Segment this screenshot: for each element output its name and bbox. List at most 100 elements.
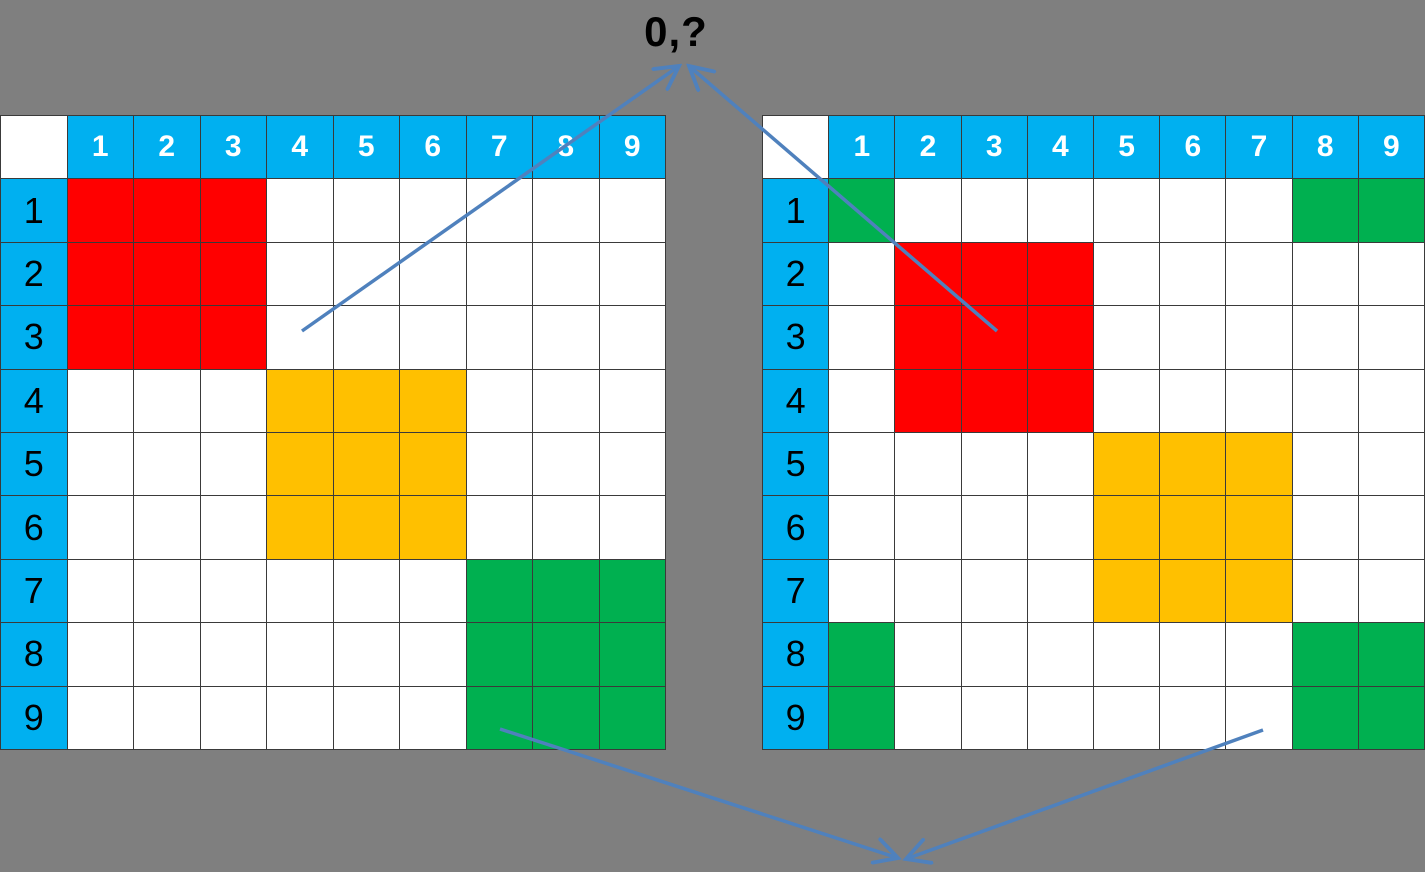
left-row-header-2: 2: [1, 242, 68, 307]
left-cell-r5-c8: [533, 433, 600, 497]
right-cell-r7-c2: [895, 559, 962, 624]
right-cell-r4-c7: [1226, 369, 1293, 433]
left-cell-r8-c9: [599, 623, 666, 687]
left-cell-r9-c8: [533, 686, 600, 750]
left-cell-r1-c1: [67, 179, 134, 243]
right-cell-r2-c4: [1027, 242, 1094, 307]
right-cell-r8-c1: [829, 623, 896, 687]
left-cell-r2-c1: [67, 242, 134, 307]
right-cell-r7-c8: [1292, 559, 1359, 624]
right-cell-r7-c1: [829, 559, 896, 624]
right-cell-r1-c8: [1292, 179, 1359, 243]
right-row-header-9: 9: [763, 686, 830, 750]
right-cell-r7-c7: [1226, 559, 1293, 624]
left-cell-r7-c1: [67, 559, 134, 624]
left-cell-r9-c4: [267, 686, 334, 750]
right-cell-r9-c1: [829, 686, 896, 750]
left-cell-r3-c9: [599, 306, 666, 370]
right-cell-r4-c6: [1160, 369, 1227, 433]
right-cell-r1-c6: [1160, 179, 1227, 243]
right-cell-r1-c9: [1358, 179, 1425, 243]
right-cell-r9-c9: [1358, 686, 1425, 750]
right-cell-r8-c4: [1027, 623, 1094, 687]
left-cell-r4-c7: [466, 369, 533, 433]
left-cell-r7-c6: [400, 559, 467, 624]
right-cell-r2-c5: [1093, 242, 1161, 307]
right-cell-r2-c1: [829, 242, 896, 307]
left-cell-r3-c8: [533, 306, 600, 370]
right-cell-r7-c4: [1027, 559, 1094, 624]
left-cell-r6-c4: [267, 496, 334, 560]
right-col-header-6: 6: [1160, 116, 1227, 180]
left-cell-r9-c2: [134, 686, 201, 750]
right-row-header-3: 3: [763, 306, 830, 370]
right-cell-r3-c5: [1093, 306, 1161, 370]
right-cell-r3-c3: [961, 306, 1028, 370]
right-cell-r3-c1: [829, 306, 896, 370]
right-row-header-6: 6: [763, 496, 830, 560]
right-cell-r1-c2: [895, 179, 962, 243]
left-row-header-1: 1: [1, 179, 68, 243]
left-cell-r8-c7: [466, 623, 533, 687]
right-col-header-9: 9: [1358, 116, 1425, 180]
right-cell-r5-c9: [1358, 433, 1425, 497]
right-col-header-3: 3: [961, 116, 1028, 180]
left-cell-r1-c5: [333, 179, 400, 243]
right-row-header-5: 5: [763, 433, 830, 497]
left-cell-r9-c3: [200, 686, 267, 750]
left-cell-r2-c3: [200, 242, 267, 307]
right-row-header-2: 2: [763, 242, 830, 307]
right-cell-r8-c5: [1093, 623, 1161, 687]
left-cell-r8-c2: [134, 623, 201, 687]
right-cell-r5-c4: [1027, 433, 1094, 497]
right-cell-r5-c3: [961, 433, 1028, 497]
right-cell-r4-c3: [961, 369, 1028, 433]
right-cell-r8-c3: [961, 623, 1028, 687]
left-cell-r6-c6: [400, 496, 467, 560]
left-cell-r4-c1: [67, 369, 134, 433]
right-cell-r3-c4: [1027, 306, 1094, 370]
right-cell-r6-c8: [1292, 496, 1359, 560]
right-cell-r4-c5: [1093, 369, 1161, 433]
right-col-header-5: 5: [1093, 116, 1161, 180]
right-cell-r3-c8: [1292, 306, 1359, 370]
right-cell-r1-c3: [961, 179, 1028, 243]
left-cell-r2-c6: [400, 242, 467, 307]
right-row-header-4: 4: [763, 369, 830, 433]
left-cell-r8-c5: [333, 623, 400, 687]
right-cell-r2-c7: [1226, 242, 1293, 307]
right-corner-cell: [763, 116, 830, 180]
left-cell-r7-c7: [466, 559, 533, 624]
right-cell-r7-c5: [1093, 559, 1161, 624]
left-cell-r6-c8: [533, 496, 600, 560]
left-cell-r4-c2: [134, 369, 201, 433]
left-cell-r5-c2: [134, 433, 201, 497]
left-cell-r1-c8: [533, 179, 600, 243]
left-cell-r3-c7: [466, 306, 533, 370]
right-cell-r9-c2: [895, 686, 962, 750]
left-cell-r3-c2: [134, 306, 201, 370]
left-cell-r1-c9: [599, 179, 666, 243]
left-cell-r9-c9: [599, 686, 666, 750]
left-cell-r8-c6: [400, 623, 467, 687]
left-col-header-5: 5: [333, 116, 400, 180]
left-cell-r1-c7: [466, 179, 533, 243]
left-col-header-3: 3: [200, 116, 267, 180]
right-cell-r3-c7: [1226, 306, 1293, 370]
right-row-header-7: 7: [763, 559, 830, 624]
right-cell-r8-c6: [1160, 623, 1227, 687]
right-col-header-4: 4: [1027, 116, 1094, 180]
right-cell-r4-c9: [1358, 369, 1425, 433]
left-cell-r7-c9: [599, 559, 666, 624]
right-cell-r7-c3: [961, 559, 1028, 624]
right-cell-r9-c5: [1093, 686, 1161, 750]
right-cell-r5-c2: [895, 433, 962, 497]
right-cell-r5-c5: [1093, 433, 1161, 497]
right-cell-r6-c9: [1358, 496, 1425, 560]
question-label: 0,?: [644, 8, 708, 55]
right-cell-r1-c5: [1093, 179, 1161, 243]
left-row-header-4: 4: [1, 369, 68, 433]
left-cell-r7-c5: [333, 559, 400, 624]
right-cell-r4-c2: [895, 369, 962, 433]
